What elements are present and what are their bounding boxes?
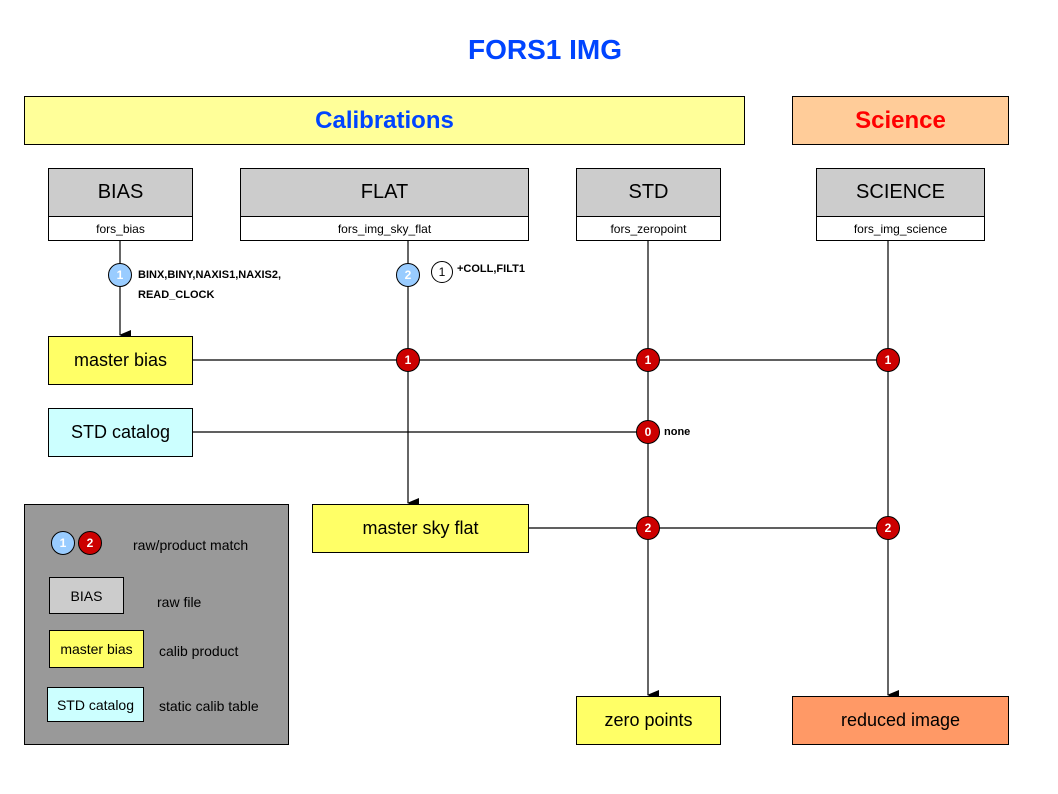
match-keywords-1a: BINX,BINY,NAXIS1,NAXIS2,: [138, 269, 282, 281]
calibrations-label: Calibrations: [315, 106, 454, 134]
raw-science-name: SCIENCE: [817, 169, 984, 217]
reduced-image-box: reduced image: [792, 696, 1009, 745]
reduced-image-label: reduced image: [840, 710, 961, 730]
junction-std-master-bias: 1: [636, 348, 660, 372]
master-sky-flat-box: master sky flat: [312, 504, 529, 553]
raw-match-marker-2: 2: [396, 263, 420, 287]
raw-std-recipe: fors_zeropoint: [610, 221, 687, 236]
master-bias-box: master bias: [48, 336, 193, 385]
match-ref-marker-1: 1: [431, 261, 453, 283]
junction-std-master-sky-flat: 2: [636, 516, 660, 540]
match-keywords-0: none: [664, 426, 691, 438]
legend-raw-match-dot: 1: [51, 531, 75, 555]
junction-science-master-bias: 1: [876, 348, 900, 372]
zero-points-label: zero points: [604, 710, 693, 730]
legend-calib-label: calib product: [159, 643, 239, 659]
legend-static-label: static calib table: [159, 698, 259, 714]
junction-std-catalog: 0: [636, 420, 660, 444]
raw-flat-box: FLAT fors_img_sky_flat: [240, 168, 529, 241]
raw-flat-name: FLAT: [241, 169, 528, 217]
raw-bias-recipe: fors_bias: [96, 221, 145, 236]
master-bias-label: master bias: [73, 350, 168, 370]
raw-std-name: STD: [577, 169, 720, 217]
match-keywords-2: +COLL,FILT1: [457, 263, 525, 275]
legend-match-label: raw/product match: [133, 537, 249, 553]
junction-science-master-sky-flat: 2: [876, 516, 900, 540]
calibrations-header: Calibrations: [24, 96, 745, 145]
science-header: Science: [792, 96, 1009, 145]
std-catalog-label: STD catalog: [70, 422, 171, 442]
raw-std-box: STD fors_zeropoint: [576, 168, 721, 241]
page-title: FORS1 IMG: [467, 34, 622, 65]
master-sky-flat-label: master sky flat: [362, 518, 479, 538]
junction-flat-master-bias: 1: [396, 348, 420, 372]
legend-raw-sample: BIAS: [49, 577, 124, 614]
raw-science-box: SCIENCE fors_img_science: [816, 168, 985, 241]
legend-panel: 1 2 raw/product match BIAS raw file mast…: [24, 504, 289, 745]
match-keywords-1b: READ_CLOCK: [138, 289, 215, 301]
raw-match-marker-1: 1: [108, 263, 132, 287]
raw-bias-name: BIAS: [49, 169, 192, 217]
raw-flat-recipe: fors_img_sky_flat: [337, 221, 432, 236]
raw-science-recipe: fors_img_science: [853, 221, 948, 236]
legend-product-match-dot: 2: [78, 531, 102, 555]
science-label: Science: [855, 106, 946, 134]
legend-static-sample: STD catalog: [47, 687, 144, 722]
zero-points-box: zero points: [576, 696, 721, 745]
std-catalog-box: STD catalog: [48, 408, 193, 457]
raw-bias-box: BIAS fors_bias: [48, 168, 193, 241]
legend-calib-sample: master bias: [49, 630, 144, 668]
legend-raw-label: raw file: [157, 594, 202, 610]
